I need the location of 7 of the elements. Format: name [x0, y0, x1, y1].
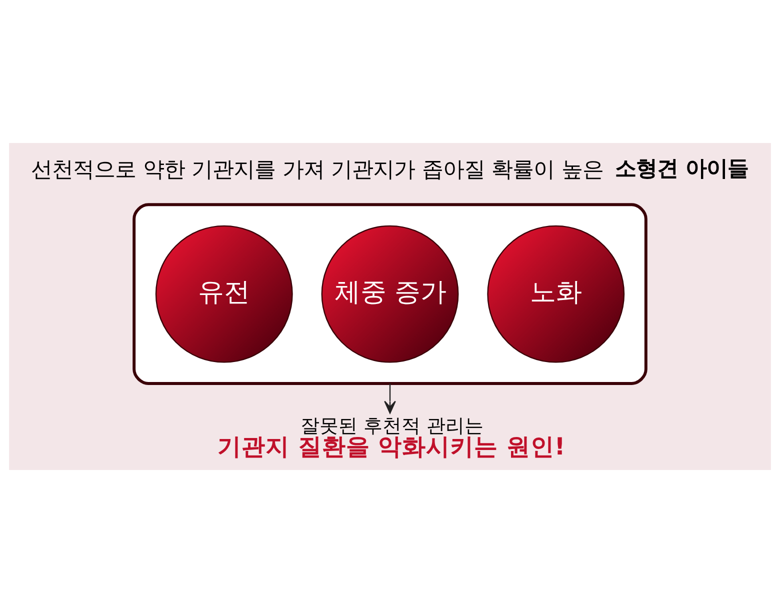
arrow: [384, 383, 396, 414]
node-circle: 노화: [487, 224, 625, 362]
cluster: [132, 202, 648, 384]
diagram-title: 선천적으로 약한 기관지를 가져 기관지가 좁아질 확률이 높은 소형견 아이들: [31, 156, 749, 182]
node-text: 잘못된 후천적 관리는 기관지 질환을 악화시키는 원인!: [218, 414, 566, 460]
node-circle: 체중 증가: [321, 224, 459, 362]
node-circle: 유전: [155, 224, 293, 362]
